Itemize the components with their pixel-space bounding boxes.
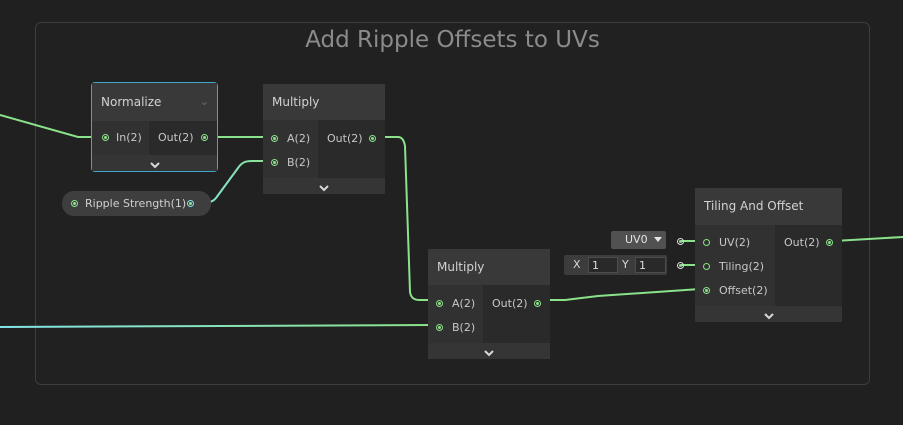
port-connector-icon[interactable] [187,200,194,207]
multiply1-output-column [318,120,385,178]
wire-input-to-normalize [0,114,96,138]
multiply2-input-column [428,285,483,343]
ripple-strength-label: Ripple Strength(1) [85,197,187,210]
tiling-out-port[interactable]: Out(2) [784,236,833,249]
tiling-uv-port[interactable]: UV(2) [703,236,750,249]
tiling-uv-label: UV(2) [719,236,751,249]
multiply-node-1[interactable]: Multiply A(2) B(2) Out(2) [263,84,385,194]
multiply-node-2-header[interactable]: Multiply [428,249,550,285]
multiply2-output-column [483,285,550,343]
normalize-node-title: Normalize [101,95,162,109]
ripple-strength-property[interactable]: Ripple Strength(1) [62,191,211,216]
normalize-out-label: Out(2) [158,131,194,144]
port-connector-icon[interactable] [534,300,541,307]
port-connector-icon[interactable] [271,135,278,142]
multiply2-out-label: Out(2) [492,297,528,310]
tiling-and-offset-header[interactable]: Tiling And Offset [695,188,842,225]
wire-multiply2-to-offset [543,288,701,301]
tiling-x-input[interactable]: 1 [588,257,618,273]
normalize-node[interactable]: Normalize ⌄ In(2) Out(2) [91,82,218,172]
tiling-collapse-bar[interactable] [695,306,842,322]
tiling-offset-label: Offset(2) [719,284,768,297]
tiling-x-value: 1 [592,259,599,272]
uv-channel-dropdown[interactable]: UV0 [611,231,666,249]
multiply1-out-label: Out(2) [327,132,363,145]
normalize-input-column [92,121,149,155]
normalize-node-header[interactable]: Normalize ⌄ [92,83,217,121]
normalize-out-port[interactable]: Out(2) [158,131,208,144]
normalize-in-label: In(2) [116,131,142,144]
port-connector-icon[interactable] [703,263,710,270]
multiply2-b-label: B(2) [452,321,476,334]
multiply2-out-port[interactable]: Out(2) [492,297,541,310]
normalize-collapse-bar[interactable] [92,155,217,171]
wire-tiling-output [833,236,903,242]
port-connector-icon[interactable] [436,324,443,331]
multiply-node-2-title: Multiply [437,260,485,274]
port-connector-icon[interactable] [703,287,710,294]
tiling-x-label: X [573,258,581,271]
multiply-node-1-title: Multiply [272,95,320,109]
property-indicator-icon [71,200,78,207]
port-connector-icon[interactable] [102,134,109,141]
port-connector-icon[interactable] [201,134,208,141]
tiling-output-column [775,225,842,306]
tiling-and-offset-node[interactable]: Tiling And Offset UV(2) Tiling(2) Offset… [695,188,842,322]
chevron-down-icon[interactable] [763,313,775,321]
uv-channel-value: UV0 [625,233,648,246]
port-connector-icon[interactable] [703,239,710,246]
group-title[interactable]: Add Ripple Offsets to UVs [305,27,600,53]
tiling-and-offset-title: Tiling And Offset [704,199,804,213]
tiling-y-label: Y [622,258,629,271]
multiply1-b-port[interactable]: B(2) [271,156,310,169]
chevron-down-icon[interactable] [483,350,495,358]
multiply1-input-column [263,120,318,178]
multiply1-out-port[interactable]: Out(2) [327,132,376,145]
port-connector-icon[interactable] [826,239,833,246]
tiling-offset-port[interactable]: Offset(2) [703,284,768,297]
multiply1-collapse-bar[interactable] [263,178,385,194]
port-connector-icon[interactable] [677,238,684,245]
tiling-y-input[interactable]: 1 [635,257,666,273]
tiling-vector-field: X 1 Y 1 [564,255,667,275]
multiply1-b-label: B(2) [287,156,311,169]
multiply1-a-port[interactable]: A(2) [271,132,310,145]
multiply2-b-port[interactable]: B(2) [436,321,475,334]
chevron-down-icon[interactable]: ⌄ [199,95,209,108]
tiling-out-label: Out(2) [784,236,820,249]
multiply-node-2[interactable]: Multiply A(2) B(2) Out(2) [428,249,550,359]
port-connector-icon[interactable] [369,135,376,142]
multiply2-collapse-bar[interactable] [428,343,550,359]
multiply2-a-label: A(2) [452,297,476,310]
chevron-down-icon[interactable] [318,185,330,193]
wire-input-to-multiply2-b [0,324,433,328]
wire-multiply1-to-multiply2-a [378,136,432,301]
chevron-down-icon[interactable] [149,162,161,170]
port-connector-icon[interactable] [271,159,278,166]
port-connector-icon[interactable] [436,300,443,307]
normalize-in-port[interactable]: In(2) [102,131,142,144]
multiply2-a-port[interactable]: A(2) [436,297,475,310]
tiling-y-value: 1 [639,259,646,272]
multiply-node-1-header[interactable]: Multiply [263,84,385,120]
port-connector-icon[interactable] [677,262,684,269]
multiply1-a-label: A(2) [287,132,311,145]
tiling-tiling-port[interactable]: Tiling(2) [703,260,764,273]
caret-down-icon [654,237,662,242]
tiling-tiling-label: Tiling(2) [719,260,765,273]
